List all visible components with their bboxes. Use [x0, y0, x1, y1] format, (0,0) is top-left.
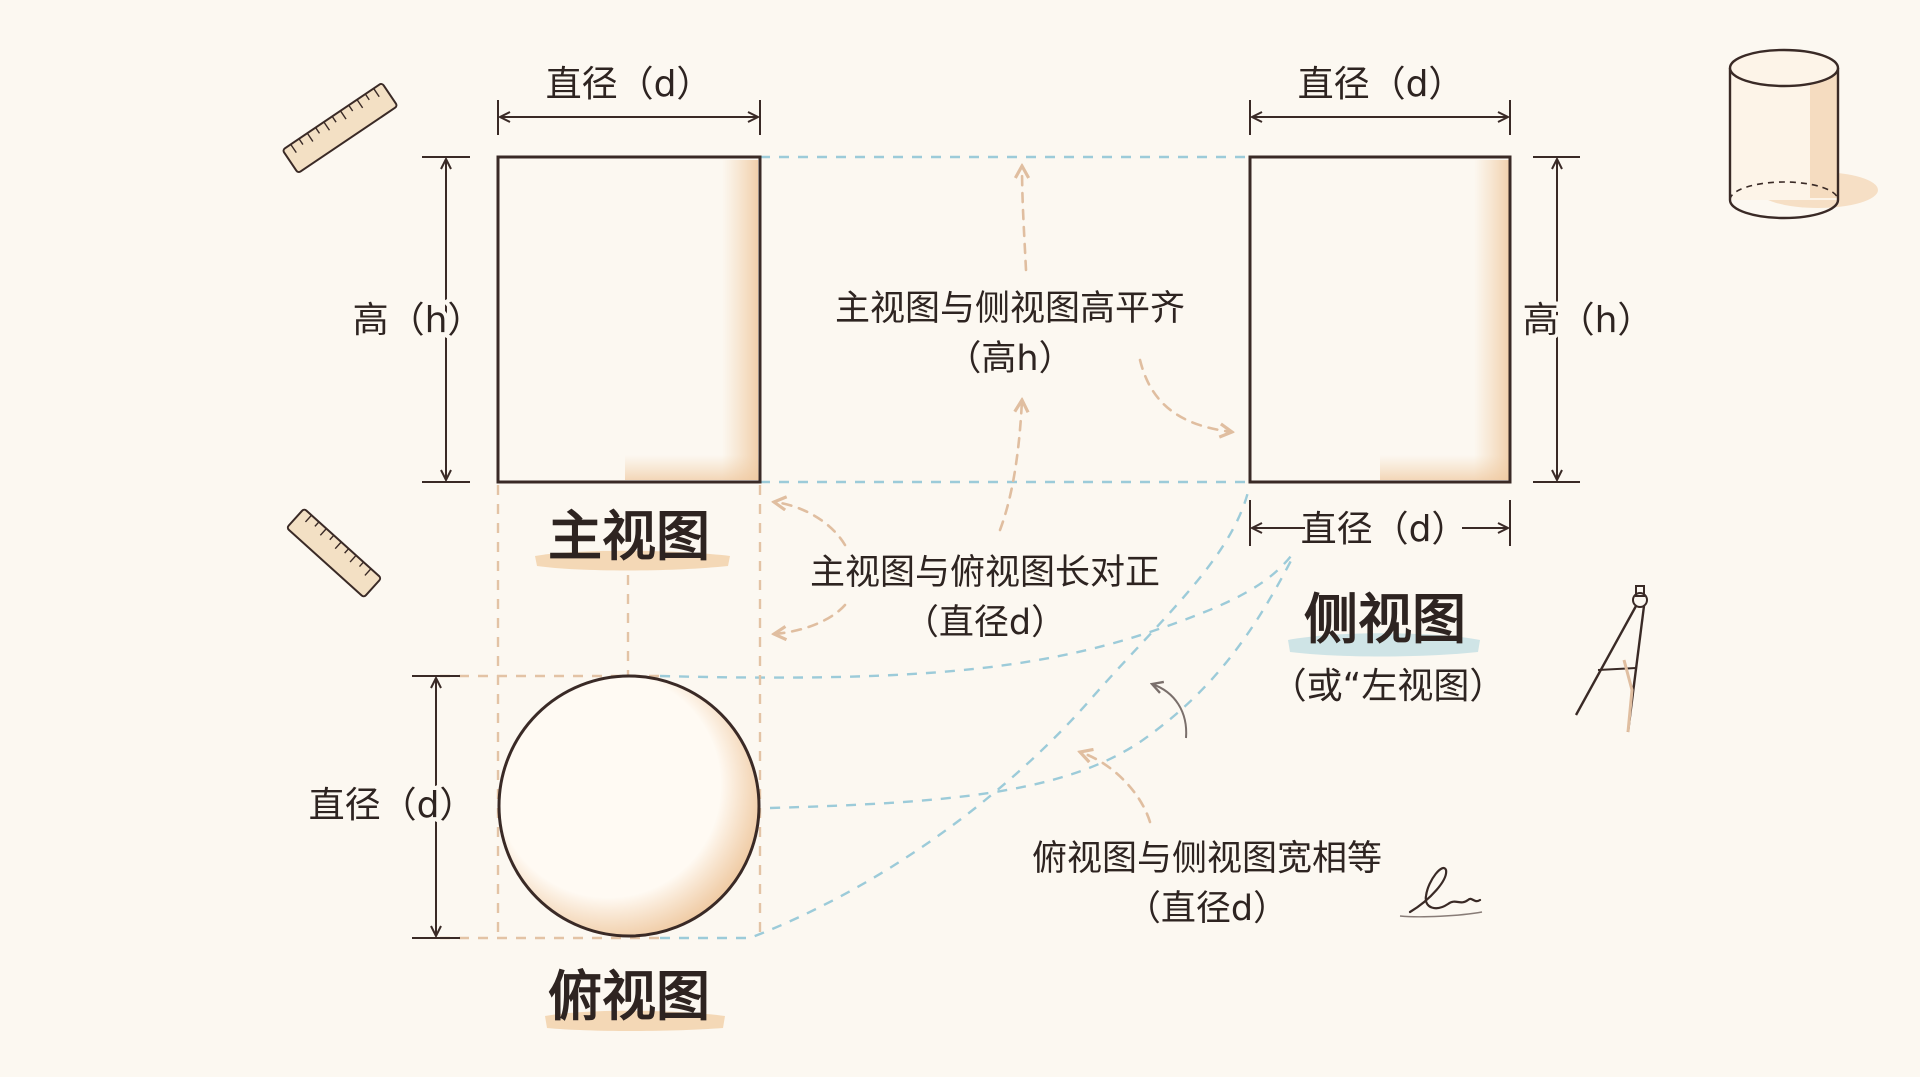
- ruler-icon: [282, 83, 398, 173]
- signature-icon: [1399, 867, 1483, 918]
- width-equal-subtext: （直径d）: [1126, 889, 1288, 929]
- side-width-bottom-label: 直径（d）: [1301, 509, 1468, 550]
- front-height-dimension: 高（h）: [349, 156, 487, 483]
- side-height-label: 高（h）: [1523, 300, 1654, 341]
- top-view-circle: [497, 674, 761, 938]
- front-view-title-group: 主视图: [535, 505, 730, 571]
- height-align-text: 主视图与侧视图高平齐: [835, 289, 1185, 329]
- side-width-top-label: 直径（d）: [1298, 64, 1465, 105]
- front-view-title: 主视图: [548, 505, 710, 568]
- top-diameter-dimension: 直径（d）: [305, 675, 479, 939]
- top-view-title-group: 俯视图: [545, 965, 725, 1031]
- length-align-subtext: （直径d）: [904, 603, 1066, 643]
- front-height-label: 高（h）: [353, 300, 484, 341]
- side-width-dimension-bottom: 直径（d）: [1249, 500, 1511, 550]
- height-align-subtext: （高h）: [946, 339, 1073, 379]
- side-view-rectangle: [1248, 155, 1512, 484]
- side-view-title-group: 侧视图 （或“左视图）: [1271, 588, 1506, 707]
- front-width-label: 直径（d）: [546, 64, 713, 105]
- compass-icon: [1574, 585, 1648, 733]
- annotation-height-align: 主视图与侧视图高平齐 （高h）: [835, 166, 1232, 532]
- side-view-title: 侧视图: [1304, 588, 1466, 651]
- side-height-dimension: 高（h）: [1519, 156, 1657, 483]
- width-equal-text: 俯视图与侧视图宽相等: [1032, 839, 1382, 879]
- annotation-length-align: 主视图与俯视图长对正 （直径d）: [774, 502, 1160, 643]
- ruler-icon: [286, 508, 382, 598]
- cylinder-icon: [1728, 48, 1878, 220]
- side-view-subtitle: （或“左视图）: [1271, 666, 1506, 707]
- projection-lines-tan: [440, 485, 762, 940]
- projection-lines-blue: [659, 155, 1296, 940]
- annotation-width-equal: 俯视图与侧视图宽相等 （直径d）: [1032, 684, 1382, 929]
- front-width-dimension: 直径（d）: [497, 64, 761, 135]
- top-view-title: 俯视图: [548, 965, 710, 1028]
- front-view-rectangle: [496, 155, 762, 484]
- side-width-dimension-top: 直径（d）: [1249, 64, 1511, 135]
- length-align-text: 主视图与俯视图长对正: [810, 553, 1160, 593]
- top-diameter-label: 直径（d）: [309, 785, 476, 826]
